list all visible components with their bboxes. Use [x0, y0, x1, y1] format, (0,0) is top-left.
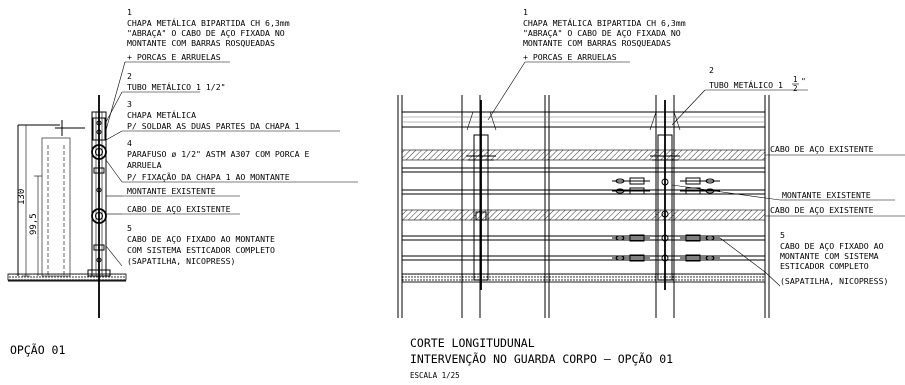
svg-text:": " [801, 76, 806, 86]
svg-text:5: 5 [127, 223, 132, 233]
note-2: 2 TUBO METÁLICO 1 1/2" [127, 71, 226, 92]
svg-text:P/ FIXAÇÃO DA CHAPA 1 AO MONTA: P/ FIXAÇÃO DA CHAPA 1 AO MONTANTE [127, 172, 290, 182]
svg-text:"ABRAÇA" O CABO DE AÇO FIXADA: "ABRAÇA" O CABO DE AÇO FIXADA NO [523, 28, 681, 38]
svg-text:TUBO METÁLICO 1: TUBO METÁLICO 1 [709, 79, 783, 90]
note-5: 5 CABO DE AÇO FIXADO AO MONTANTE COM SIS… [127, 223, 275, 266]
right-label-cabo-1: CABO DE AÇO EXISTENTE [770, 144, 874, 154]
svg-text:(SAPATILHA, NICOPRESS): (SAPATILHA, NICOPRESS) [127, 256, 235, 266]
caption-opcao-01: OPÇÃO 01 [10, 342, 65, 357]
svg-text:"ABRAÇA" O CABO DE AÇO FIXADA: "ABRAÇA" O CABO DE AÇO FIXADA NO [127, 28, 285, 38]
svg-text:P/ SOLDAR AS DUAS PARTES DA CH: P/ SOLDAR AS DUAS PARTES DA CHAPA 1 [127, 121, 300, 131]
note-4: 4 PARAFUSO ø 1/2" ASTM A307 COM PORCA E … [127, 138, 309, 182]
svg-text:CABO DE AÇO FIXADO AO: CABO DE AÇO FIXADO AO [780, 241, 884, 251]
svg-text:1: 1 [127, 7, 132, 17]
svg-text:MONTANTE COM BARRAS ROSQUEADAS: MONTANTE COM BARRAS ROSQUEADAS [523, 38, 671, 48]
drawing-scale: ESCALA 1/25 [410, 371, 460, 380]
turnbuckles [612, 177, 720, 262]
right-label-cabo-2: CABO DE AÇO EXISTENTE [770, 205, 874, 215]
svg-text:2: 2 [793, 84, 798, 93]
drawing-title-2: INTERVENÇÃO NO GUARDA CORPO – OPÇÃO 01 [410, 351, 673, 366]
right-note-5: 5 CABO DE AÇO FIXADO AO MONTANTE COM SIS… [780, 230, 888, 286]
svg-text:COM SISTEMA ESTICADOR COMPLETO: COM SISTEMA ESTICADOR COMPLETO [127, 245, 275, 255]
svg-text:MONTANTE COM SISTEMA: MONTANTE COM SISTEMA [780, 251, 879, 261]
svg-text:5: 5 [780, 230, 785, 240]
svg-text:2: 2 [709, 65, 714, 75]
svg-text:ARRUELA: ARRUELA [127, 160, 162, 170]
svg-text:PARAFUSO ø 1/2" ASTM A307 COM: PARAFUSO ø 1/2" ASTM A307 COM PORCA E [127, 149, 309, 159]
label-montante-existente: MONTANTE EXISTENTE [127, 186, 216, 196]
svg-text:+ PORCAS E ARRUELAS: + PORCAS E ARRUELAS [127, 52, 221, 62]
svg-text:1: 1 [793, 75, 798, 84]
left-section-detail: 130 99,5 [7, 7, 358, 357]
svg-text:3: 3 [127, 99, 132, 109]
right-longitudinal-section: 1 CHAPA METÁLICA BIPARTIDA CH 6,3mm "ABR… [397, 7, 905, 380]
post-left [466, 100, 497, 290]
dim-130: 130 [17, 189, 27, 205]
svg-text:ESTICADOR COMPLETO: ESTICADOR COMPLETO [780, 261, 869, 271]
note-3: 3 CHAPA METÁLICA P/ SOLDAR AS DUAS PARTE… [127, 99, 300, 131]
svg-text:+ PORCAS E ARRUELAS: + PORCAS E ARRUELAS [523, 52, 617, 62]
svg-text:4: 4 [127, 138, 132, 148]
note-1: 1 CHAPA METÁLICA BIPARTIDA CH 6,3mm "ABR… [127, 7, 290, 62]
svg-text:CHAPA METÁLICA BIPARTIDA CH 6: CHAPA METÁLICA BIPARTIDA CH 6,3mm [523, 17, 686, 28]
post-right [649, 100, 681, 290]
right-note-2: 2 TUBO METÁLICO 1 1 2 " [709, 65, 806, 93]
svg-text:CABO DE AÇO FIXADO AO MONTANTE: CABO DE AÇO FIXADO AO MONTANTE [127, 234, 275, 244]
svg-text:1: 1 [523, 7, 528, 17]
label-cabo-existente: CABO DE AÇO EXISTENTE [127, 204, 231, 214]
svg-text:CHAPA METÁLICA: CHAPA METÁLICA [127, 109, 196, 120]
svg-text:CHAPA METÁLICA BIPARTIDA CH 6: CHAPA METÁLICA BIPARTIDA CH 6,3mm [127, 17, 290, 28]
svg-text:TUBO METÁLICO 1 1/2": TUBO METÁLICO 1 1/2" [127, 81, 226, 92]
svg-text:(SAPATILHA, NICOPRESS): (SAPATILHA, NICOPRESS) [780, 276, 888, 286]
right-note-1: 1 CHAPA METÁLICA BIPARTIDA CH 6,3mm "ABR… [523, 7, 686, 62]
dim-99-5: 99,5 [29, 213, 39, 235]
svg-text:2: 2 [127, 71, 132, 81]
right-label-montante: MONTANTE EXISTENTE [782, 190, 871, 200]
drawing-title-1: CORTE LONGITUDUNAL [410, 336, 535, 350]
svg-text:MONTANTE COM BARRAS ROSQUEADAS: MONTANTE COM BARRAS ROSQUEADAS [127, 38, 275, 48]
